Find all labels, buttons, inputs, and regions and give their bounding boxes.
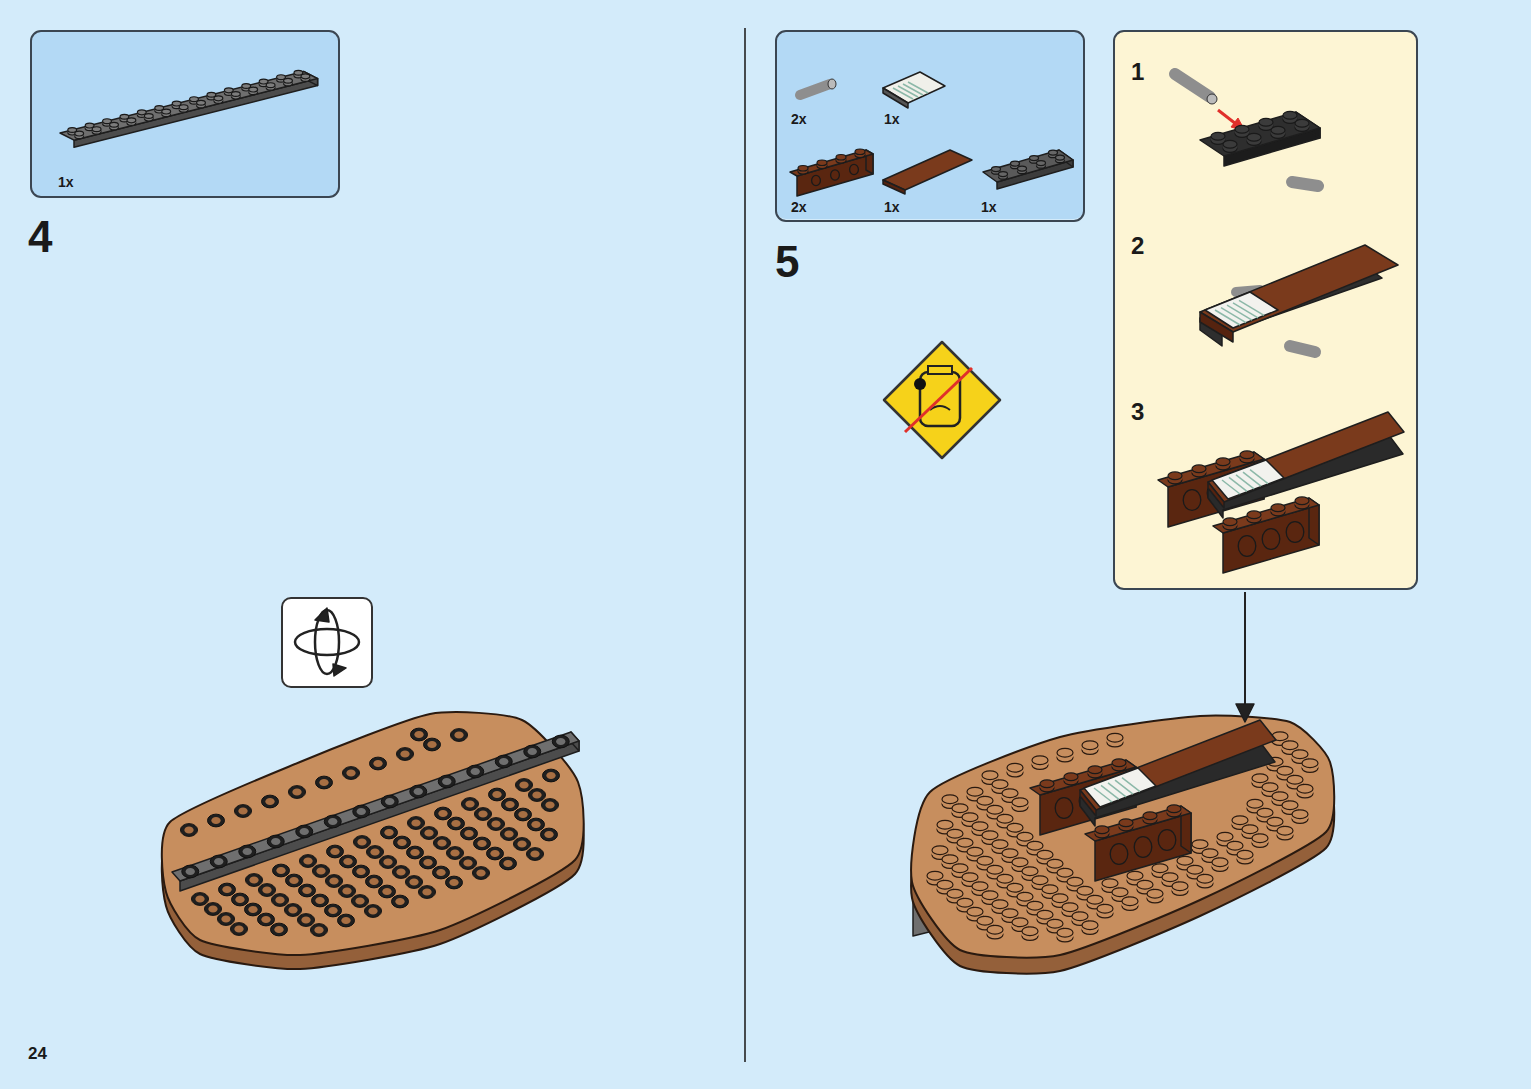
page-divider [744, 28, 746, 1062]
warning-sign [884, 342, 1000, 458]
step5-parts [790, 72, 1073, 196]
part-count: 1x [58, 175, 74, 189]
parts-box-ground [31, 31, 339, 197]
part-face [1080, 720, 1276, 810]
parts-callout-box: 1x [30, 30, 340, 198]
part-face [333, 664, 346, 676]
parts-callout-box: 2x 1x 2x 1x 1x [775, 30, 1085, 222]
placement-arrow [1244, 592, 1246, 708]
step-number: 4 [28, 215, 52, 259]
rotate-icon [282, 598, 372, 687]
substep-number: 3 [1131, 400, 1144, 424]
part-face [1200, 245, 1398, 332]
page-number: 24 [28, 1045, 47, 1062]
part-count: 1x [884, 200, 900, 214]
part-count: 1x [884, 112, 900, 126]
placement-arrowhead [1236, 704, 1254, 722]
part-count: 2x [791, 112, 807, 126]
part-count: 2x [791, 200, 807, 214]
substep3-illustration [1158, 412, 1404, 573]
part-count: 1x [981, 200, 997, 214]
step4-model [162, 712, 584, 969]
substep2-illustration [1200, 245, 1398, 352]
part-face [1200, 112, 1320, 156]
substep-ground [1114, 31, 1417, 589]
part-face [983, 150, 1073, 182]
substep-panel: 1 2 3 [1113, 30, 1418, 590]
part-face [180, 741, 579, 891]
part-face [315, 608, 329, 622]
part-face [1084, 768, 1156, 807]
part-face [1205, 292, 1278, 328]
gray-plate-part [60, 70, 318, 147]
part-face [74, 79, 318, 148]
parts-box-ground [776, 31, 1084, 219]
part-face [883, 180, 905, 194]
substep-number: 2 [1131, 234, 1144, 258]
part-face [1208, 412, 1404, 502]
part-face [883, 150, 972, 190]
part-face [60, 71, 318, 140]
step5-model [911, 716, 1334, 974]
part-face [883, 88, 908, 108]
substep1-illustration [1175, 74, 1320, 186]
part-face [172, 732, 579, 881]
step-number: 5 [775, 240, 799, 284]
substep-number: 1 [1131, 60, 1144, 84]
part-face [1212, 460, 1284, 499]
